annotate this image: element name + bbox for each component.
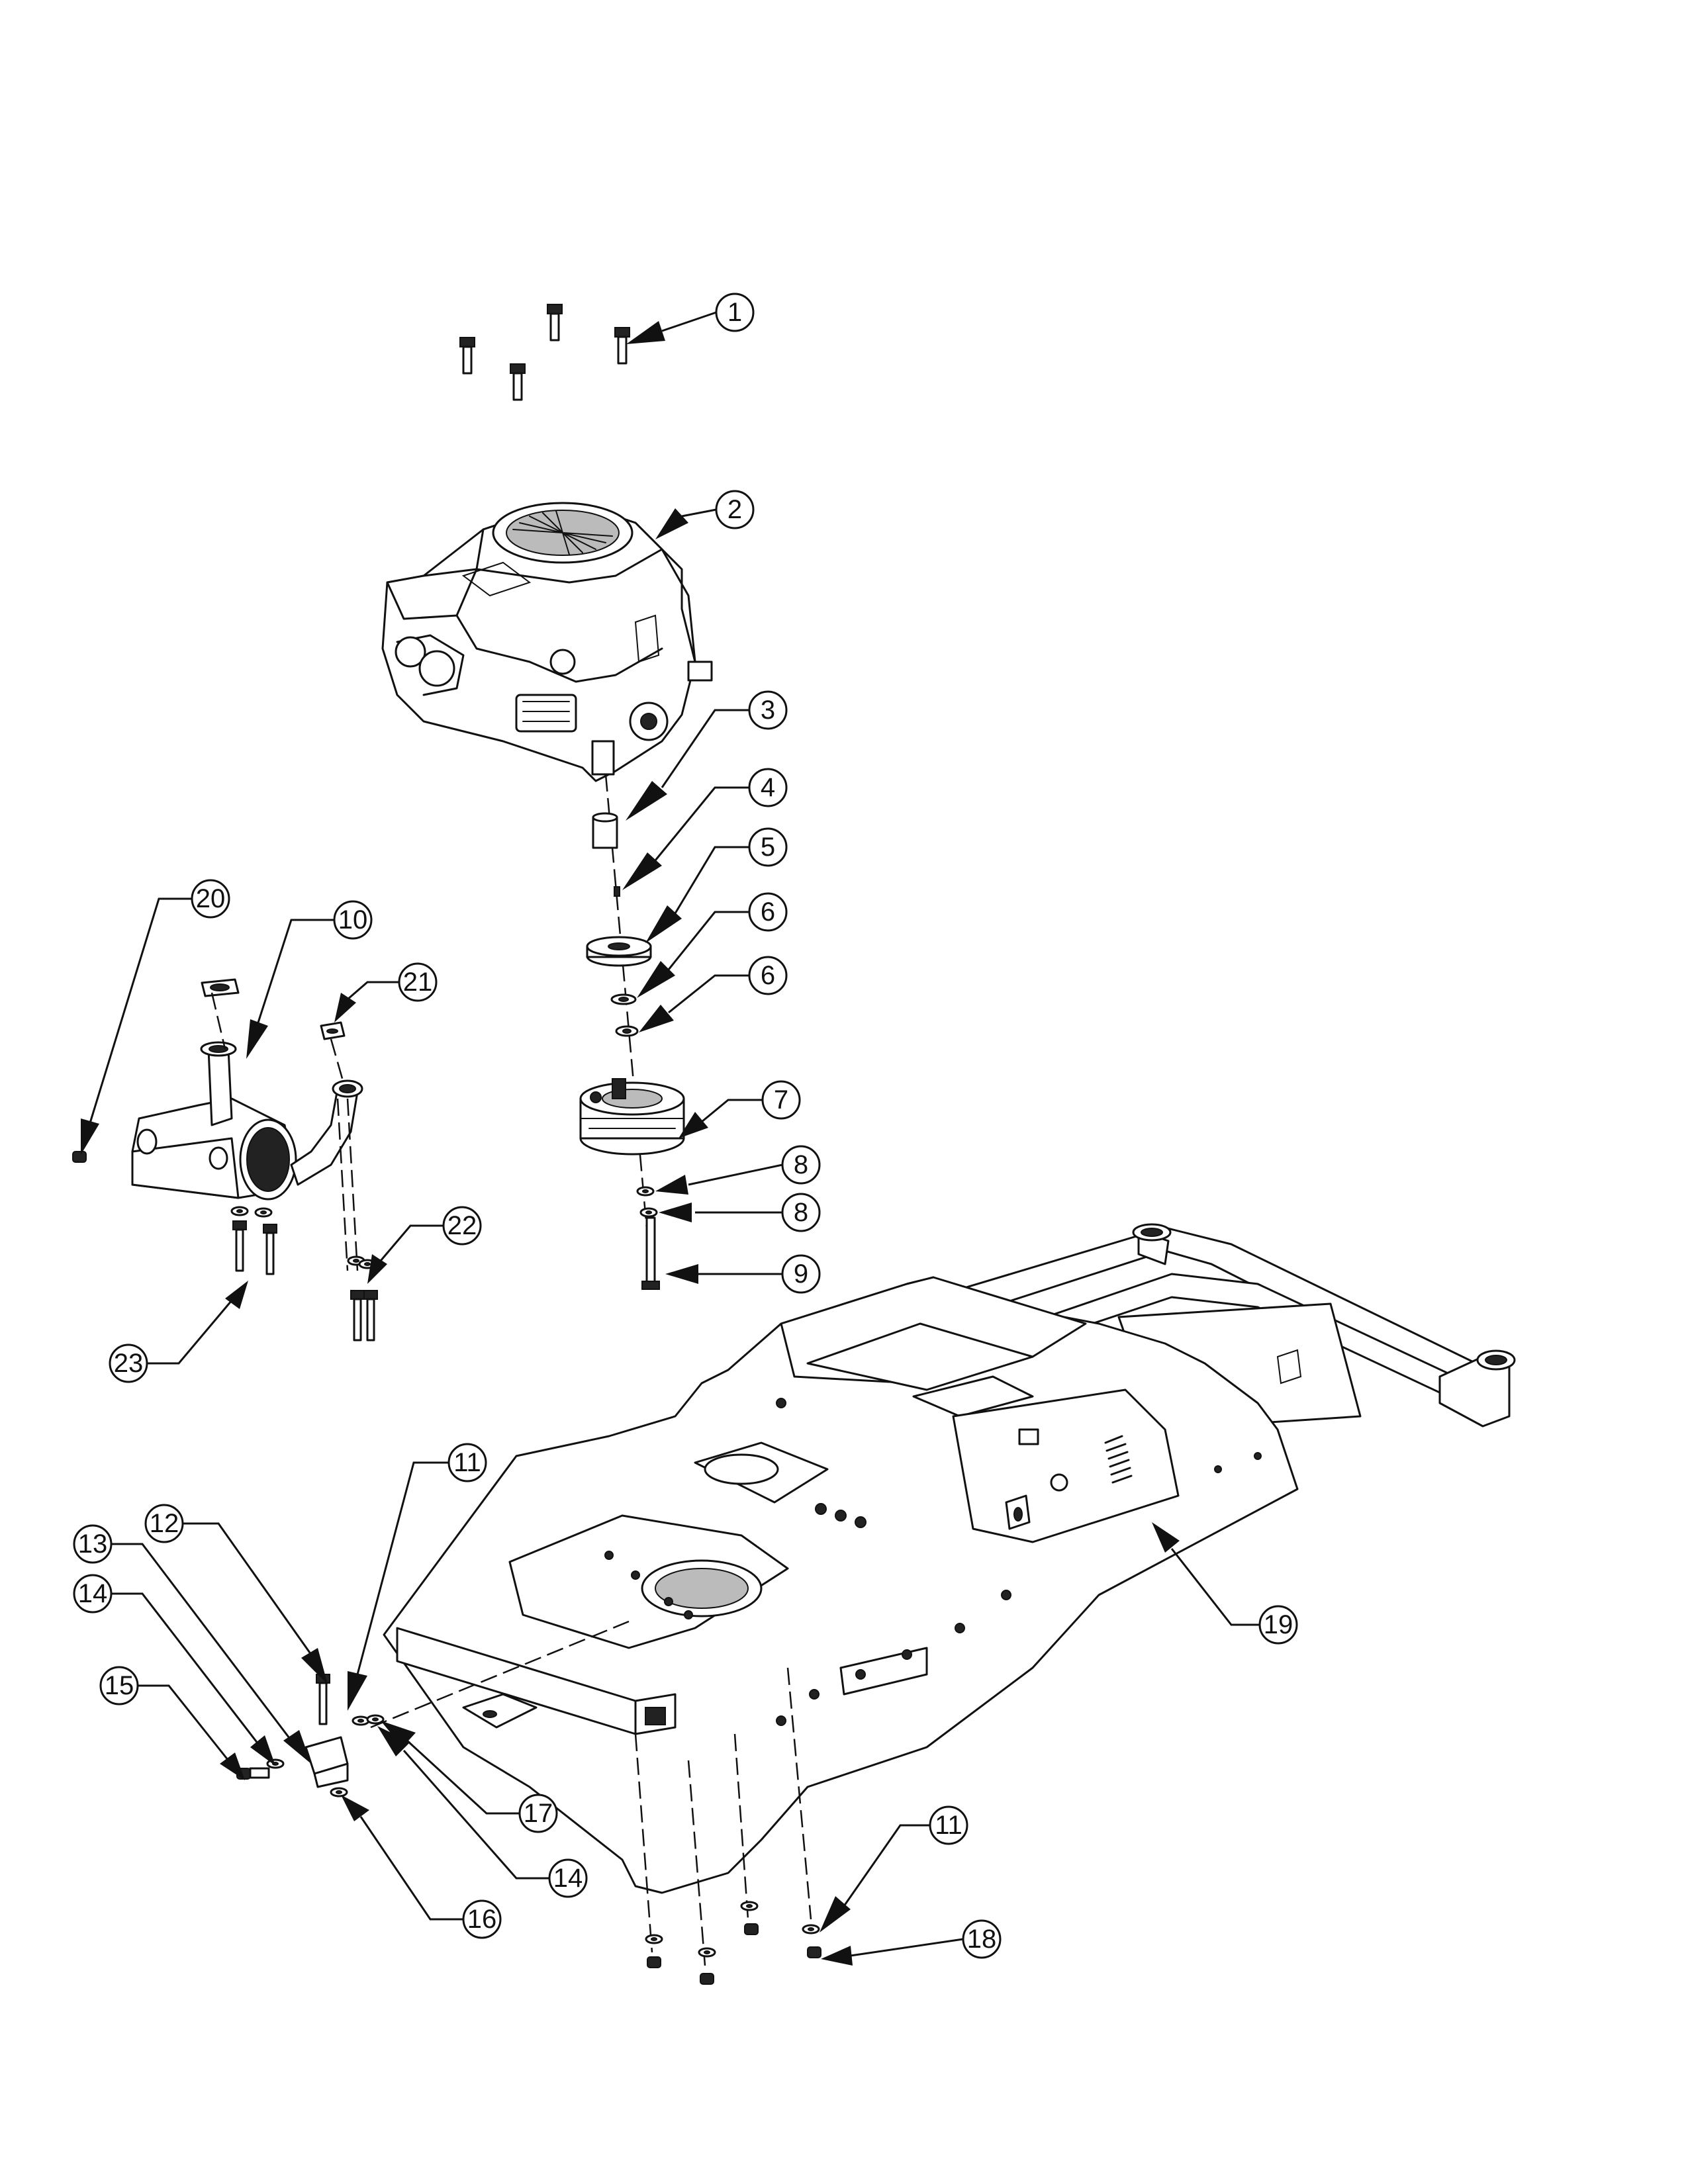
- frame-bolt-line-b: [687, 1760, 706, 1966]
- svg-text:15: 15: [105, 1671, 134, 1700]
- callout-6a: 6: [637, 892, 788, 998]
- exhaust-left-line: [211, 992, 226, 1050]
- frame-bolt-line-d: [786, 1667, 812, 1920]
- callout-8b: 8: [659, 1193, 821, 1232]
- svg-text:7: 7: [774, 1085, 788, 1115]
- svg-text:1: 1: [727, 298, 742, 327]
- engine-mount-bolts: [459, 303, 631, 401]
- spacer-washer-a: [610, 993, 637, 1005]
- callout-4: 4: [622, 768, 788, 890]
- svg-text:16: 16: [467, 1905, 497, 1934]
- exhaust-bolt-line-b: [336, 1098, 349, 1271]
- svg-text:3: 3: [761, 696, 775, 725]
- svg-text:5: 5: [761, 833, 775, 862]
- muffler: [131, 1097, 297, 1201]
- frame-bolt-line-a: [634, 1733, 653, 1953]
- muffler-bottom-bolts: [230, 1206, 278, 1275]
- electric-clutch: [579, 1078, 685, 1156]
- bracket-hardware: [236, 1673, 385, 1797]
- svg-text:11: 11: [453, 1448, 481, 1477]
- vent-slots: [1104, 1435, 1133, 1484]
- callout-5: 5: [645, 827, 788, 943]
- spacer-washer-b: [615, 1025, 639, 1037]
- svg-text:17: 17: [524, 1799, 553, 1828]
- callout-3: 3: [626, 690, 788, 821]
- svg-text:22: 22: [447, 1211, 477, 1240]
- callout-12: 12: [144, 1504, 328, 1684]
- callout-7: 7: [679, 1080, 801, 1138]
- callout-13: 13: [73, 1524, 311, 1764]
- callout-21: 21: [334, 962, 438, 1023]
- callout-6b: 6: [639, 956, 788, 1032]
- engine-spacer: [592, 812, 618, 849]
- svg-text:18: 18: [967, 1925, 997, 1954]
- exhaust-gasket-right: [320, 1021, 346, 1040]
- clutch-washers: [636, 1186, 658, 1218]
- callout-20: 20: [81, 879, 230, 1155]
- svg-text:21: 21: [403, 968, 433, 997]
- frame-bolt-line-c: [733, 1733, 749, 1920]
- exhaust-bolt-line-a: [346, 1098, 359, 1271]
- callout-16: 16: [341, 1795, 502, 1939]
- svg-text:2: 2: [727, 495, 742, 524]
- callout-15: 15: [99, 1666, 245, 1780]
- callout-1: 1: [626, 293, 755, 344]
- svg-text:11: 11: [935, 1811, 962, 1840]
- callout-8a: 8: [655, 1145, 821, 1195]
- svg-text:13: 13: [78, 1529, 108, 1559]
- callout-9: 9: [665, 1254, 821, 1294]
- callout-22: 22: [367, 1206, 482, 1284]
- svg-text:8: 8: [794, 1198, 808, 1227]
- svg-text:14: 14: [553, 1864, 583, 1893]
- pulley: [586, 936, 652, 967]
- svg-text:12: 12: [150, 1509, 179, 1538]
- frame-bottom-hardware: [645, 1901, 821, 1985]
- svg-text:19: 19: [1264, 1610, 1293, 1639]
- svg-text:9: 9: [794, 1259, 808, 1289]
- exhaust-gasket-left: [201, 978, 240, 997]
- svg-text:23: 23: [114, 1349, 144, 1378]
- callout-19: 19: [1152, 1522, 1298, 1645]
- svg-text:6: 6: [761, 897, 775, 927]
- frame-holes: [604, 1398, 1262, 1726]
- callout-23: 23: [109, 1281, 248, 1383]
- callout-11b: 11: [820, 1805, 968, 1933]
- pulley-axis-line: [604, 774, 653, 1288]
- callout-18: 18: [821, 1919, 1002, 1966]
- svg-text:20: 20: [196, 884, 226, 913]
- exhaust-pipe-right: [290, 1079, 363, 1186]
- callout-11a: 11: [348, 1443, 487, 1711]
- engine: [381, 502, 713, 782]
- callout-10: 10: [246, 900, 373, 1059]
- callout-14b: 14: [377, 1726, 588, 1898]
- svg-text:6: 6: [761, 961, 775, 990]
- svg-text:14: 14: [78, 1579, 108, 1608]
- exhaust-right-line: [330, 1038, 346, 1086]
- callout-2: 2: [655, 490, 755, 539]
- svg-text:4: 4: [761, 773, 775, 802]
- main-frame: [383, 1223, 1516, 1894]
- svg-text:10: 10: [338, 905, 368, 934]
- svg-text:8: 8: [794, 1150, 808, 1179]
- callout-14a: 14: [73, 1574, 275, 1766]
- callout-17: 17: [381, 1721, 558, 1833]
- muffler-small-nut: [72, 1151, 87, 1163]
- key: [614, 886, 620, 897]
- clutch-bolt: [641, 1216, 660, 1290]
- exhaust-pipe-left: [200, 1041, 237, 1126]
